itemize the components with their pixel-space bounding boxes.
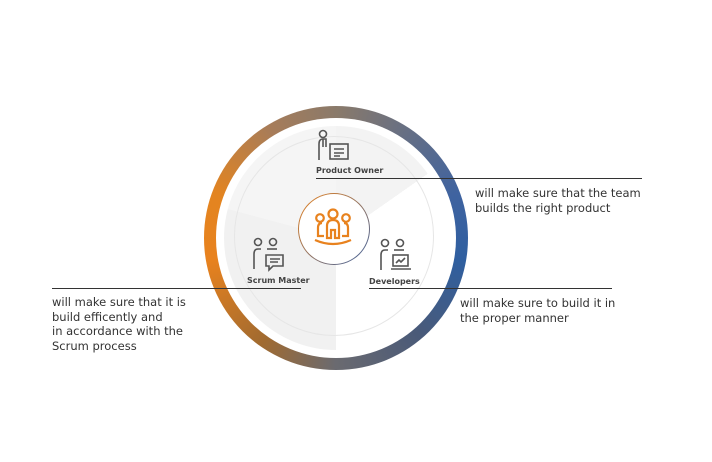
role-label-product-owner: Product Owner [316,166,384,175]
developers-icon [380,238,411,270]
developers-connector [369,288,612,289]
scrum-master-description: will make sure that it is build efficent… [52,295,186,353]
product-owner-icon [318,129,349,160]
description-line: will make sure to build it in [460,296,616,310]
description-line: the proper manner [460,310,569,325]
description-line: Scrum process [52,338,137,353]
description-line: will make sure that the team [475,186,641,200]
developers-description: will make sure to build it in the proper… [460,296,615,325]
role-label-scrum-master: Scrum Master [247,276,310,285]
product-owner-description: will make sure that the team builds the … [475,186,641,215]
team-icon [314,208,352,246]
description-line: will make sure that it is [52,295,186,309]
description-line: build efficently and [52,309,163,324]
description-line: builds the right product [475,200,611,215]
center-circle [298,193,370,265]
scrum-master-connector [52,288,301,289]
role-label-developers: Developers [369,277,420,286]
product-owner-connector [316,178,642,179]
scrum-master-icon [253,237,284,272]
description-line: in accordance with the [52,324,184,338]
inner-arc [234,136,434,336]
